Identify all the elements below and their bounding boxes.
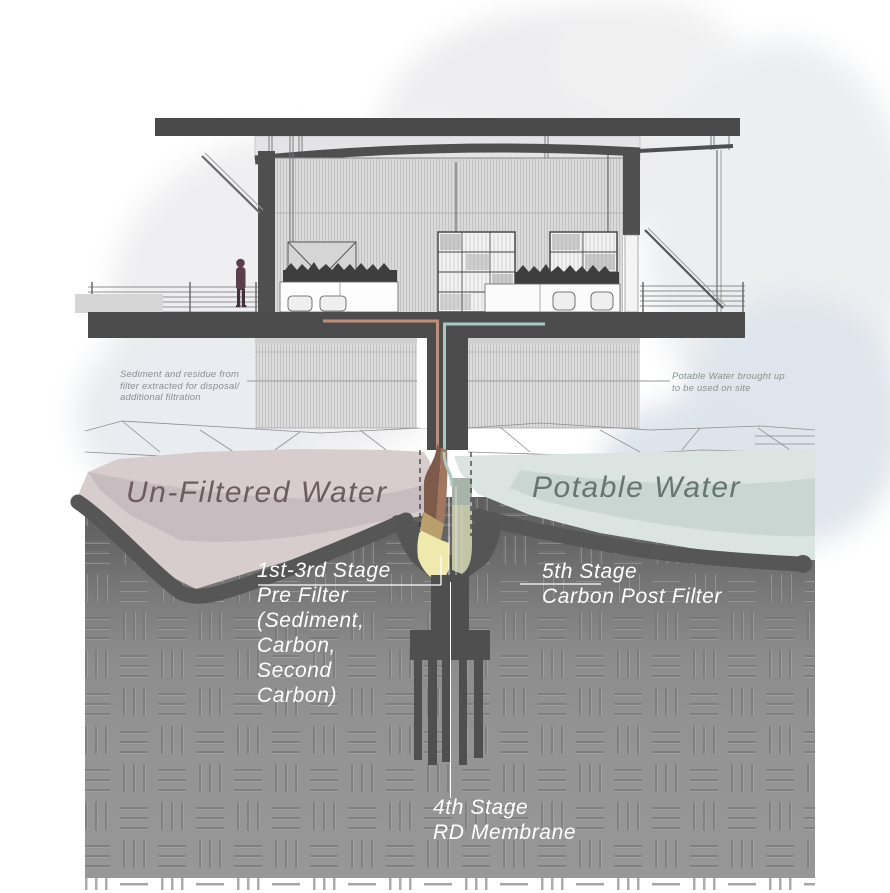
right-railing — [640, 282, 745, 312]
building-section — [75, 118, 745, 338]
left-column — [258, 151, 275, 312]
foundation — [247, 338, 670, 450]
right-column — [623, 151, 640, 235]
unfiltered-water-pipe — [323, 319, 439, 452]
diagonal-brace-left — [201, 155, 261, 214]
ceiling-beam — [254, 143, 641, 165]
potable-water-zone — [454, 449, 815, 560]
central-pipe-chase — [427, 338, 468, 450]
floor-slab — [88, 312, 745, 338]
stage-leader-lines — [258, 556, 601, 798]
footing-and-piles — [410, 575, 490, 765]
unfiltered-water-zone — [76, 449, 430, 589]
filter-stage-carbon — [420, 512, 444, 540]
roof-slab — [155, 118, 740, 136]
kitchen-counter — [279, 281, 399, 313]
planter-vegetation — [283, 262, 619, 284]
diagonal-brace-right — [644, 229, 724, 309]
person-figure — [236, 258, 247, 308]
filter-stage-sediment — [424, 444, 441, 520]
potable-water-pipe — [443, 322, 545, 456]
walkway-slab — [75, 294, 163, 313]
island-counter — [484, 283, 621, 313]
filter-assembly — [393, 444, 502, 633]
